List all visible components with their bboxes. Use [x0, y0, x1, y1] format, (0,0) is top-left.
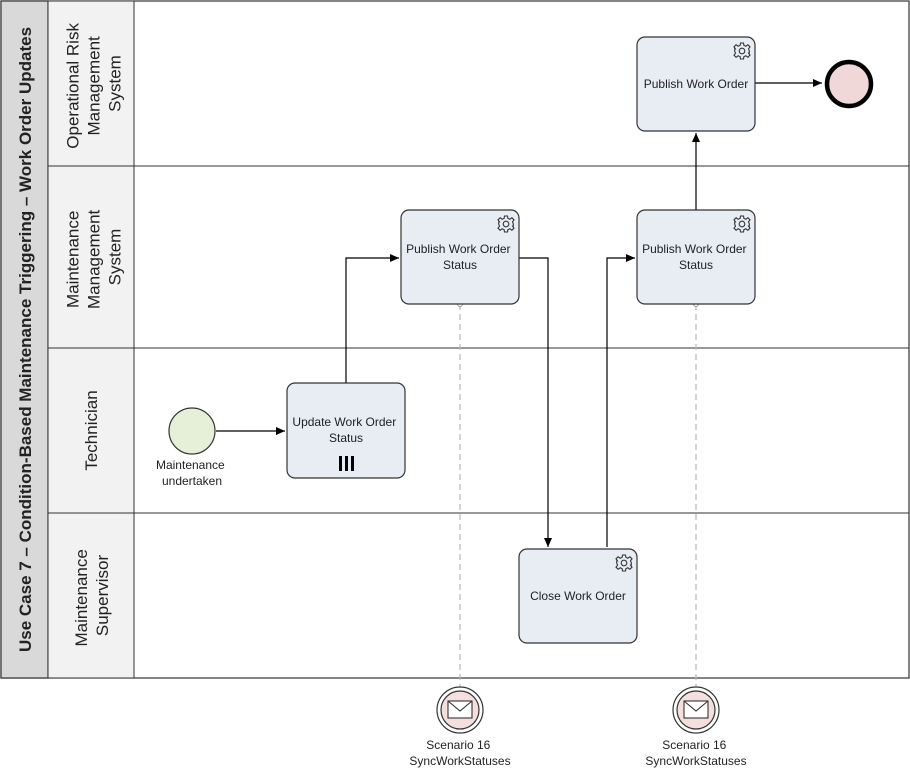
message-event-label: Scenario 16 SyncWorkStatuses: [409, 738, 510, 768]
lane-label: Maintenance Supervisor: [72, 544, 112, 646]
start-event-label: Maintenance undertaken: [156, 458, 228, 488]
flow-update-to-publish-status: [345, 254, 399, 383]
end-event[interactable]: [824, 59, 874, 109]
task-label: Publish Work Order Status: [406, 242, 514, 272]
lane-maintenance-management-system: Maintenance Management System: [47, 165, 909, 349]
lane-operational-risk-management-system: Operational Risk Management System: [47, 0, 909, 167]
envelope-icon: [683, 700, 709, 719]
sequence-flows: [216, 79, 822, 547]
task-update-work-order-status[interactable]: Update Work Order Status: [286, 382, 406, 479]
message-event-1[interactable]: Scenario 16 SyncWorkStatuses: [409, 686, 511, 768]
envelope-icon: [447, 700, 473, 719]
flow-close-to-publish-status: [606, 254, 635, 547]
lane-maintenance-supervisor: Maintenance Supervisor: [47, 512, 135, 679]
lane-label: Technician: [82, 390, 101, 470]
lane-technician: Technician: [47, 347, 909, 514]
pool: Use Case 7 – Condition-Based Maintenance…: [0, 0, 910, 679]
task-label: Publish Work Order Status: [642, 242, 750, 272]
lanes: Operational Risk Management System Maint…: [47, 0, 909, 679]
task-label: Publish Work Order: [644, 77, 748, 91]
parallel-multi-instance-icon: [339, 456, 354, 471]
task-label: Close Work Order: [530, 589, 626, 603]
task-label: Update Work Order Status: [292, 415, 399, 445]
lane-label: Maintenance Management System: [64, 205, 125, 309]
task-close-work-order[interactable]: Close Work Order: [518, 548, 638, 644]
message-event-2[interactable]: Scenario 16 SyncWorkStatuses: [645, 686, 747, 768]
task-publish-work-order-status[interactable]: Publish Work Order Status: [400, 209, 520, 305]
pool-header: [0, 0, 49, 679]
flow-publish-status-to-close: [519, 257, 552, 547]
task-publish-work-order-status-2[interactable]: Publish Work Order Status: [636, 209, 756, 305]
task-publish-work-order[interactable]: Publish Work Order: [636, 36, 756, 132]
pool-title: Use Case 7 – Condition-Based Maintenance…: [16, 27, 35, 652]
lane-label: Operational Risk Management System: [64, 18, 125, 148]
start-event[interactable]: Maintenance undertaken: [156, 407, 228, 488]
message-event-label: Scenario 16 SyncWorkStatuses: [645, 738, 746, 768]
